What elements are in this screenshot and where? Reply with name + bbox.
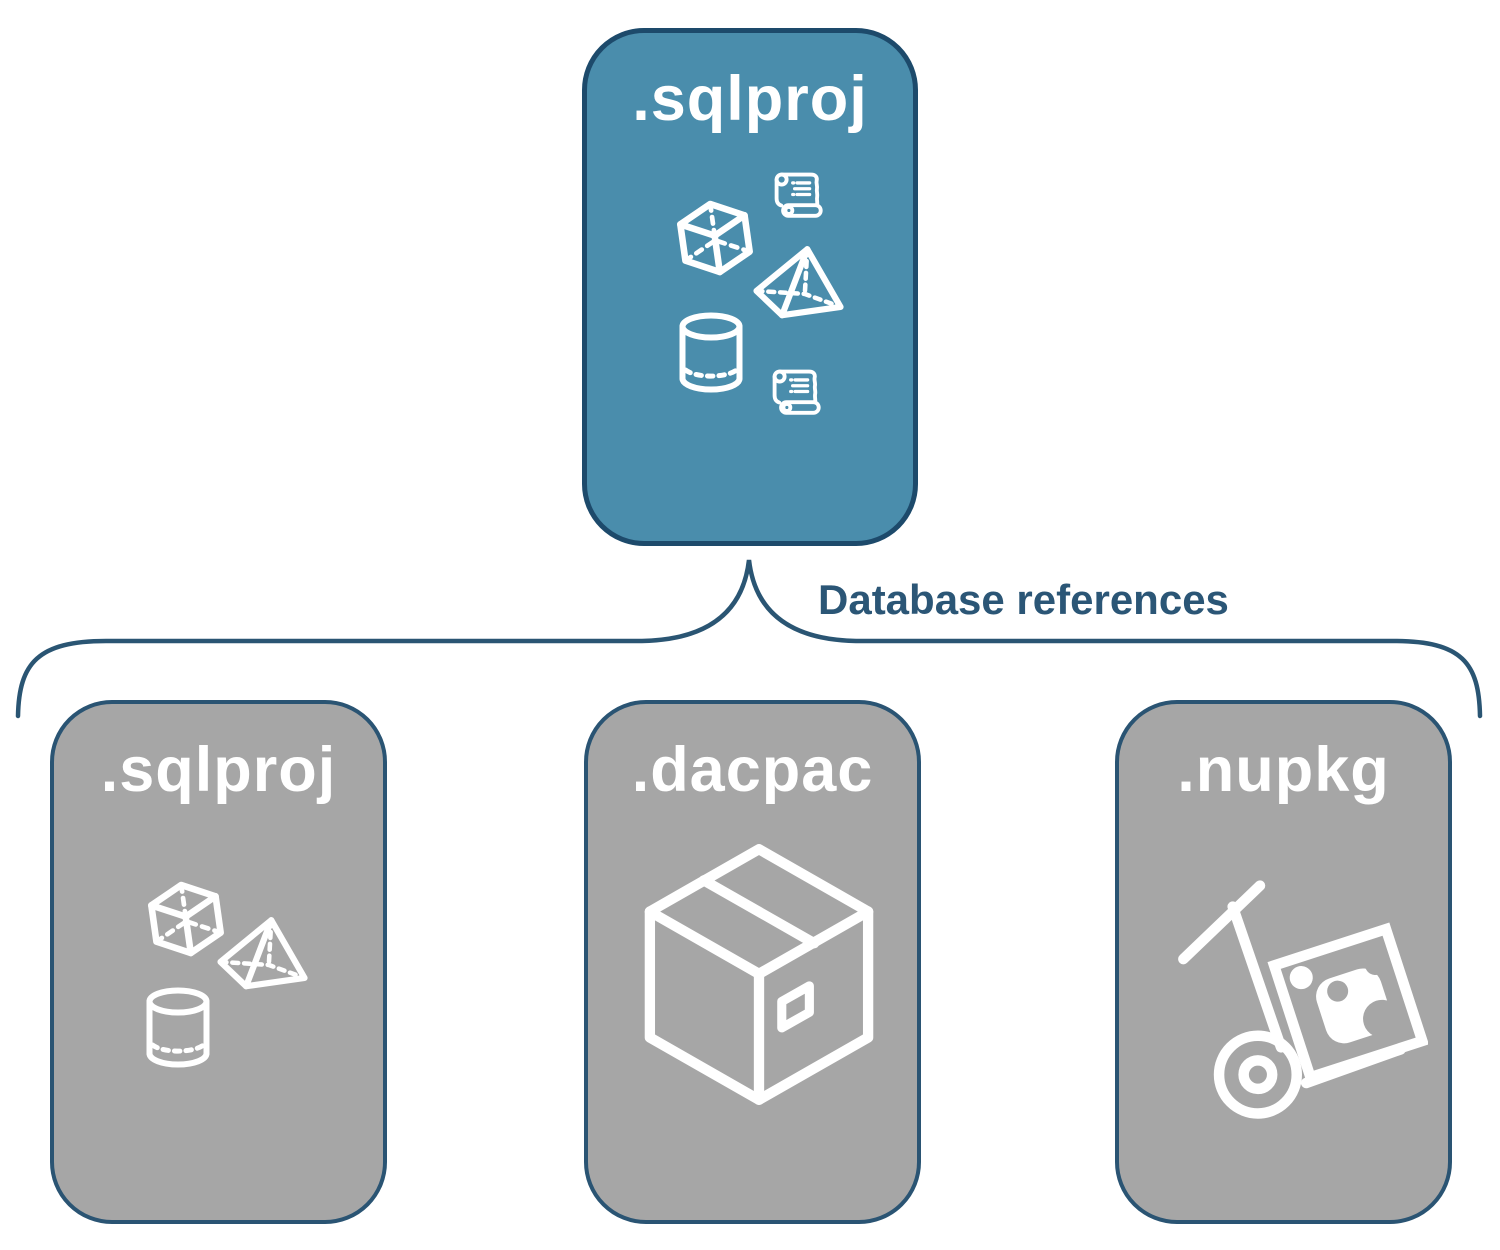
pyramid-icon (214, 914, 314, 1007)
script-scroll-icon (771, 168, 827, 222)
child-card-title: .nupkg (1177, 735, 1390, 805)
child-card-dacpac: .dacpac (584, 700, 921, 1224)
parent-card-title: .sqlproj (632, 64, 868, 134)
child-card-title: .dacpac (631, 735, 874, 805)
child-card-title: .sqlproj (100, 735, 337, 805)
cylinder-icon (142, 987, 214, 1071)
parent-card-sqlproj: .sqlproj (582, 28, 918, 546)
cube-icon (668, 191, 762, 285)
child-card-sqlproj: .sqlproj (50, 700, 387, 1224)
nuget-hand-truck-icon (1176, 856, 1428, 1121)
connector-label: Database references (818, 576, 1229, 623)
script-scroll-icon (769, 365, 825, 419)
package-box-icon (639, 842, 879, 1125)
pyramid-icon (750, 243, 850, 336)
child-card-nupkg: .nupkg (1115, 700, 1452, 1224)
cylinder-icon (675, 312, 747, 396)
